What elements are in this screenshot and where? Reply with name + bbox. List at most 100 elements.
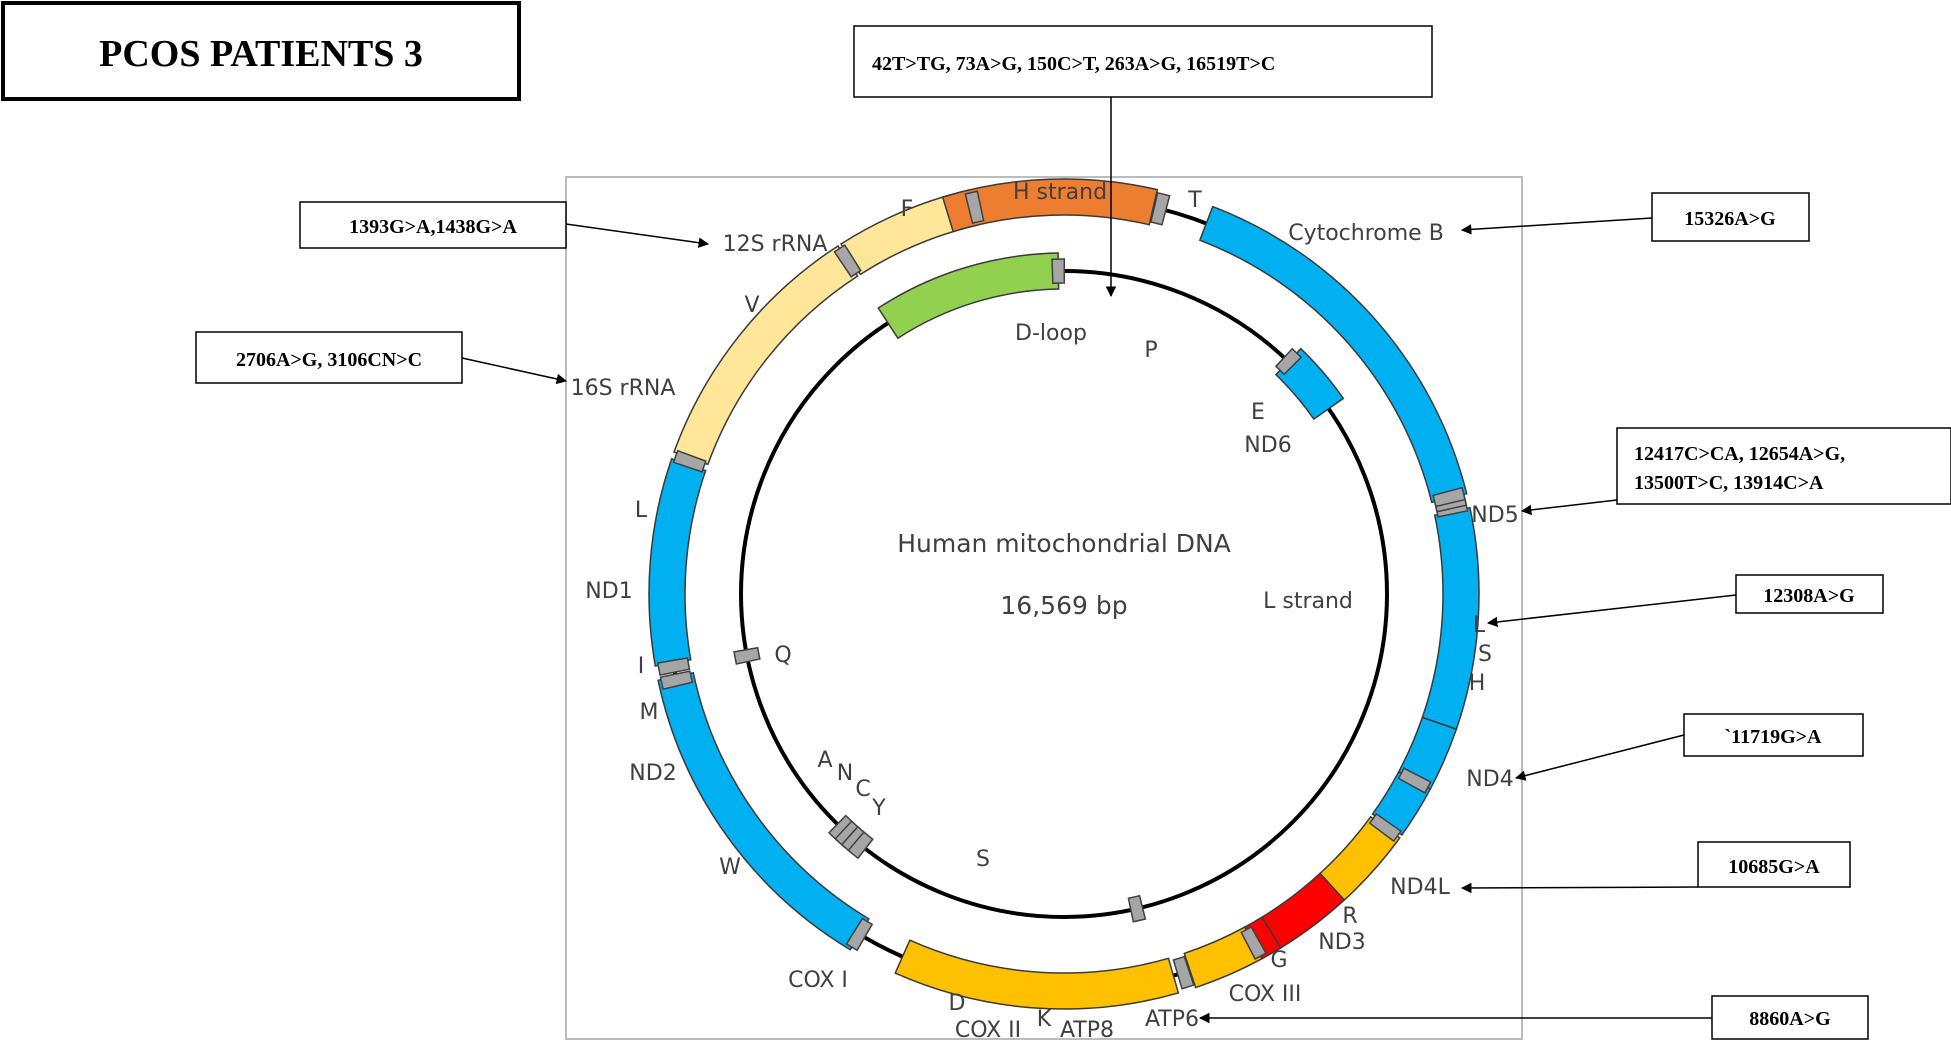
gene-16s-rrna-segment xyxy=(673,244,859,466)
rrna16s-arrow xyxy=(461,357,568,385)
trna-a-label: A xyxy=(817,748,832,773)
gene-nd2-label: ND2 xyxy=(629,761,676,786)
gene-cox1-segment xyxy=(894,939,1180,1010)
mutation-cytb-text: 15326A>G xyxy=(1684,208,1776,230)
gene-cox3-label: COX III xyxy=(1229,982,1302,1007)
page-title: PCOS PATIENTS 3 xyxy=(99,33,423,75)
gene-cox1-label: COX I xyxy=(788,968,848,993)
trna-f-label: F xyxy=(901,197,914,222)
trna-m-label: M xyxy=(640,700,659,725)
mutation-nd4-text: `11719G>A xyxy=(1725,726,1823,748)
gene-nd1-label: ND1 xyxy=(585,579,632,604)
trna-w-tick xyxy=(845,917,874,952)
trna-l2-tick xyxy=(1432,486,1466,508)
mutation-cytb-callout: 15326A>G xyxy=(1651,192,1810,242)
trna-i-tick xyxy=(656,657,691,677)
gene-nd4-segment xyxy=(1421,506,1480,731)
genome-name-label: Human mitochondrial DNA xyxy=(897,529,1231,558)
trna-p-tick xyxy=(1051,258,1066,284)
trna-v-label: V xyxy=(744,293,759,318)
title-box: PCOS PATIENTS 3 xyxy=(1,1,521,101)
trna-p-label: P xyxy=(1144,338,1157,363)
trna-f-tick xyxy=(964,190,985,225)
mutation-dloop-callout: 42T>TG, 73A>G, 150C>T, 263A>G, 16519T>C xyxy=(853,25,1433,98)
trna-e-tick xyxy=(1274,347,1303,376)
gene-cox2-label: COX II xyxy=(955,1018,1021,1042)
genome-size-label: 16,569 bp xyxy=(1000,591,1127,620)
trna-l2-label: L xyxy=(1473,613,1486,638)
mutation-rrna16s-text: 2706A>G, 3106CN>C xyxy=(236,349,422,371)
gene-cytb-label: Cytochrome B xyxy=(1288,221,1444,246)
gene-12s-rrna-label: 12S rRNA xyxy=(723,232,828,257)
mutation-nd5-text-line2: 13500T>C, 13914C>A xyxy=(1634,472,1824,494)
mutation-atp6-text: 8860A>G xyxy=(1749,1008,1831,1030)
mutation-rrna12s-callout: 1393G>A,1438G>A xyxy=(299,201,567,249)
gene-atp8-label: ATP8 xyxy=(1060,1018,1114,1042)
diagram-frame xyxy=(565,176,1523,1040)
trna-d-tick xyxy=(1172,955,1195,990)
nd4-arrow xyxy=(1514,734,1685,781)
trna-h-label: H xyxy=(1469,671,1486,696)
gene-nd6-label: ND6 xyxy=(1244,433,1291,458)
trna-l-arrow xyxy=(1486,594,1737,628)
trna-k-tick xyxy=(1240,925,1268,960)
nd4l-arrow xyxy=(1460,882,1699,894)
gene-cox3-segment xyxy=(1318,815,1401,902)
gene-atp6-label: ATP6 xyxy=(1145,1007,1199,1032)
trna-t-tick xyxy=(1149,191,1171,226)
gene-cytb-segment xyxy=(941,178,1159,233)
trna-y-label: Y xyxy=(871,796,886,821)
gene-nd5-segment xyxy=(1198,205,1468,504)
trna-r-label: R xyxy=(1342,904,1357,929)
rrna12s-arrow xyxy=(565,223,710,248)
mutation-rrna16s-callout: 2706A>G, 3106CN>C xyxy=(195,331,463,384)
mutation-atp6-callout: 8860A>G xyxy=(1711,995,1869,1040)
gene-cox2-segment xyxy=(1183,926,1264,989)
mutation-nd4l-text: 10685G>A xyxy=(1728,856,1820,878)
cytb-arrow xyxy=(1460,217,1653,235)
mutation-nd5-callout: 12417C>CA, 12654A>G, 13500T>C, 13914C>A xyxy=(1616,427,1951,505)
trna-q-tick xyxy=(733,646,761,665)
trna-ticks xyxy=(656,190,1469,990)
gene-atp6-segment xyxy=(1260,872,1346,949)
trna-v-tick xyxy=(833,244,862,278)
trna-l1-tick xyxy=(672,449,707,473)
mutation-trna-l-text: 12308A>G xyxy=(1763,585,1855,607)
gene-nd4-label: ND4 xyxy=(1466,767,1513,792)
trna-y-tick xyxy=(847,830,874,860)
mutation-nd5-text-line1: 12417C>CA, 12654A>G, xyxy=(1634,443,1845,465)
mutation-arrows xyxy=(461,97,1737,1024)
trna-n-label: N xyxy=(837,761,853,786)
trna-w-label: W xyxy=(719,855,741,880)
trna-d-label: D xyxy=(949,991,966,1016)
mutation-nd4l-callout: 10685G>A xyxy=(1697,841,1851,888)
trna-s1-label: S xyxy=(976,847,990,872)
trna-i-label: I xyxy=(638,654,645,679)
mutation-dloop-text: 42T>TG, 73A>G, 150C>T, 263A>G, 16519T>C xyxy=(872,53,1275,75)
trna-e-label: E xyxy=(1251,400,1265,425)
mutation-trna-l-callout: 12308A>G xyxy=(1735,574,1884,614)
gene-nd4l-segment xyxy=(1397,716,1458,790)
gene-16s-rrna-label: 16S rRNA xyxy=(571,376,676,401)
gene-nd5-label: ND5 xyxy=(1471,503,1518,528)
gene-nd4l-label: ND4L xyxy=(1390,875,1450,900)
trna-g-label: G xyxy=(1270,948,1287,973)
nd5-arrow xyxy=(1520,499,1618,516)
gene-dloop-label: D-loop xyxy=(1015,321,1087,346)
trna-q-label: Q xyxy=(774,643,791,668)
trna-r-tick xyxy=(1397,767,1432,794)
gene-nd3-label: ND3 xyxy=(1318,930,1365,955)
mutation-rrna12s-text: 1393G>A,1438G>A xyxy=(349,216,517,238)
trna-m-tick xyxy=(659,670,694,691)
h-strand-label: H strand xyxy=(1013,180,1107,205)
trna-k-label: K xyxy=(1037,1007,1052,1032)
gene-atp8-segment xyxy=(1243,916,1282,960)
trna-l1-label: L xyxy=(635,498,648,523)
trna-s2-label: S xyxy=(1478,642,1492,667)
outer-gene-segments xyxy=(648,178,1480,1010)
trna-t-label: T xyxy=(1187,188,1202,213)
mutation-nd4-callout: `11719G>A xyxy=(1683,713,1864,757)
gene-nd1-segment xyxy=(648,457,707,667)
l-strand-label: L strand xyxy=(1263,589,1353,614)
